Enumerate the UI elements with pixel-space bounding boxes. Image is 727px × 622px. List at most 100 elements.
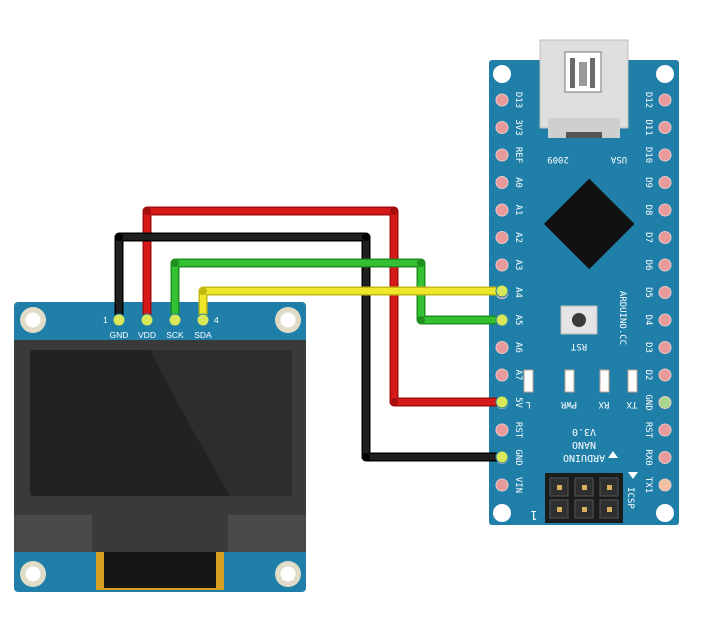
- nano-hole-br: [656, 504, 674, 522]
- oled-pin-sck-top: [168, 313, 182, 327]
- oled-pin-vdd-top: [140, 313, 154, 327]
- nano-right-pin-label-rx0: RX0: [643, 449, 653, 465]
- oled-screen-glare: [150, 350, 292, 496]
- oled-pin-label-sck: SCK: [166, 330, 184, 340]
- nano-right-pin-label-d5: D5: [643, 287, 653, 298]
- nano-left-pin-label-ref: REF: [513, 147, 523, 163]
- nano-right-pin-label-d2: D2: [643, 370, 653, 381]
- pad-gnd-connected: [495, 450, 509, 464]
- nano-model-label: NANO: [572, 439, 596, 450]
- pad-5v-connected: [495, 395, 509, 409]
- nano-right-pin-pad-d12: [658, 93, 672, 107]
- nano-led-pwr: [564, 369, 575, 393]
- oled-mount-hole-tl: [20, 307, 46, 333]
- oled-pin-sda-top: [196, 313, 210, 327]
- oled-pin-gnd-top: [112, 313, 126, 327]
- nano-led-l: [523, 369, 534, 393]
- nano-right-pin-label-d11: D11: [643, 119, 653, 135]
- nano-led-label-l: L: [525, 399, 530, 409]
- nano-version-label: V3.0: [572, 426, 596, 437]
- oled-mount-hole-bl: [20, 561, 46, 587]
- nano-led-tx: [627, 369, 638, 393]
- nano-right-pin-label-d4: D4: [643, 315, 653, 326]
- oled-pin-label-sda: SDA: [194, 330, 212, 340]
- nano-right-pin-pad-d2: [658, 368, 672, 382]
- nano-right-pin-label-d9: D9: [643, 177, 653, 188]
- nano-led-label-pwr: PWR: [560, 399, 577, 409]
- nano-left-pin-label-a7: A7: [513, 370, 523, 381]
- nano-board: [489, 60, 679, 525]
- nano-right-pin-pad-rst: [658, 423, 672, 437]
- nano-left-pin-label-d13: D13: [513, 92, 523, 108]
- nano-right-pin-pad-d9: [658, 176, 672, 189]
- nano-right-pin-label-d10: D10: [643, 147, 653, 163]
- nano-arrow-icon: [608, 451, 618, 458]
- nano-left-pin-pad-3v3: [495, 121, 509, 134]
- oled-ribbon-mid: [92, 515, 228, 552]
- nano-right-pin-pad-rx0: [658, 451, 672, 464]
- nano-led-rx: [599, 369, 610, 393]
- pad-a4-connected: [495, 284, 509, 298]
- nano-icsp-label: ICSP: [625, 487, 635, 509]
- nano-right-pin-pad-d10: [658, 148, 672, 162]
- nano-led-label-tx: TX: [626, 399, 637, 409]
- oled-mount-hole-tr: [275, 307, 301, 333]
- connected-pads: [112, 284, 509, 464]
- nano-right-pin-label-tx1: TX1: [643, 477, 653, 493]
- nano-site-label: ARDUINO.CC: [617, 291, 627, 345]
- arduino-nano: 2009 USA RST ARDUINO.CC L PWR RX TX V3.0…: [489, 39, 679, 525]
- nano-hole-tr: [656, 65, 674, 83]
- nano-left-pin-label-3v3: 3V3: [513, 119, 523, 135]
- nano-led-label-rx: RX: [598, 399, 609, 409]
- nano-left-pin-pad-a3: [495, 258, 509, 272]
- nano-left-pin-label-gnd: GND: [513, 449, 523, 465]
- nano-right-pin-pad-d8: [658, 203, 672, 217]
- nano-left-pin-pad-vin: [495, 478, 509, 492]
- nano-left-pin-pad-a1: [495, 203, 509, 217]
- nano-left-pin-pad-d13: [495, 93, 509, 107]
- oled-flex-cable-inner: [104, 552, 216, 588]
- nano-left-pin-label-5v: 5V: [513, 397, 523, 408]
- pad-a5-connected: [495, 313, 509, 327]
- nano-left-pin-label-rst: RST: [513, 422, 523, 439]
- oled-pin-index-last: 4: [214, 315, 219, 325]
- nano-left-pin-label-a6: A6: [513, 342, 523, 353]
- nano-left-pin-label-a3: A3: [513, 260, 523, 271]
- nano-right-pin-label-d8: D8: [643, 205, 653, 216]
- nano-left-pin-pad-ref: [495, 148, 509, 162]
- nano-brand-label: ARDUINO: [563, 452, 605, 463]
- nano-left-pin-label-a4: A4: [513, 287, 523, 298]
- nano-right-pin-pad-d7: [658, 231, 672, 244]
- nano-right-pin-label-rst: RST: [643, 422, 653, 439]
- nano-right-pin-label-gnd: GND: [643, 394, 653, 410]
- nano-icsp-header: [545, 473, 623, 523]
- nano-right-pin-label-d3: D3: [643, 342, 653, 353]
- nano-icsp-pin1-label: 1: [530, 508, 537, 522]
- nano-right-pin-pad-d3: [658, 341, 672, 354]
- nano-right-pin-pad-gnd: [658, 396, 672, 409]
- nano-left-pin-label-a1: A1: [513, 205, 523, 216]
- nano-left-pin-pad-a2: [495, 231, 509, 244]
- nano-left-pin-label-a5: A5: [513, 315, 523, 326]
- oled-module: 1 4 GND VDD SCK SDA: [14, 302, 306, 592]
- nano-left-pin-pad-a7: [495, 368, 509, 382]
- nano-left-pin-label-a2: A2: [513, 232, 523, 243]
- nano-hole-bl: [493, 504, 511, 522]
- nano-left-pin-label-a0: A0: [513, 177, 523, 188]
- usb-connector: [539, 39, 629, 138]
- nano-left-pin-pad-a0: [495, 176, 509, 189]
- nano-left-pin-label-vin: VIN: [513, 477, 523, 493]
- nano-hole-tl: [493, 65, 511, 83]
- nano-label-2009: 2009: [547, 154, 569, 164]
- nano-rst-label: RST: [570, 341, 587, 351]
- nano-reset-button: [560, 305, 598, 335]
- nano-right-pin-label-d12: D12: [643, 92, 653, 108]
- oled-mount-hole-br: [275, 561, 301, 587]
- nano-right-pin-pad-d6: [658, 258, 672, 272]
- wires: [114, 206, 507, 462]
- oled-pin-index-first: 1: [103, 315, 108, 325]
- nano-right-pin-pad-d4: [658, 313, 672, 327]
- oled-pin-label-gnd: GND: [110, 330, 129, 340]
